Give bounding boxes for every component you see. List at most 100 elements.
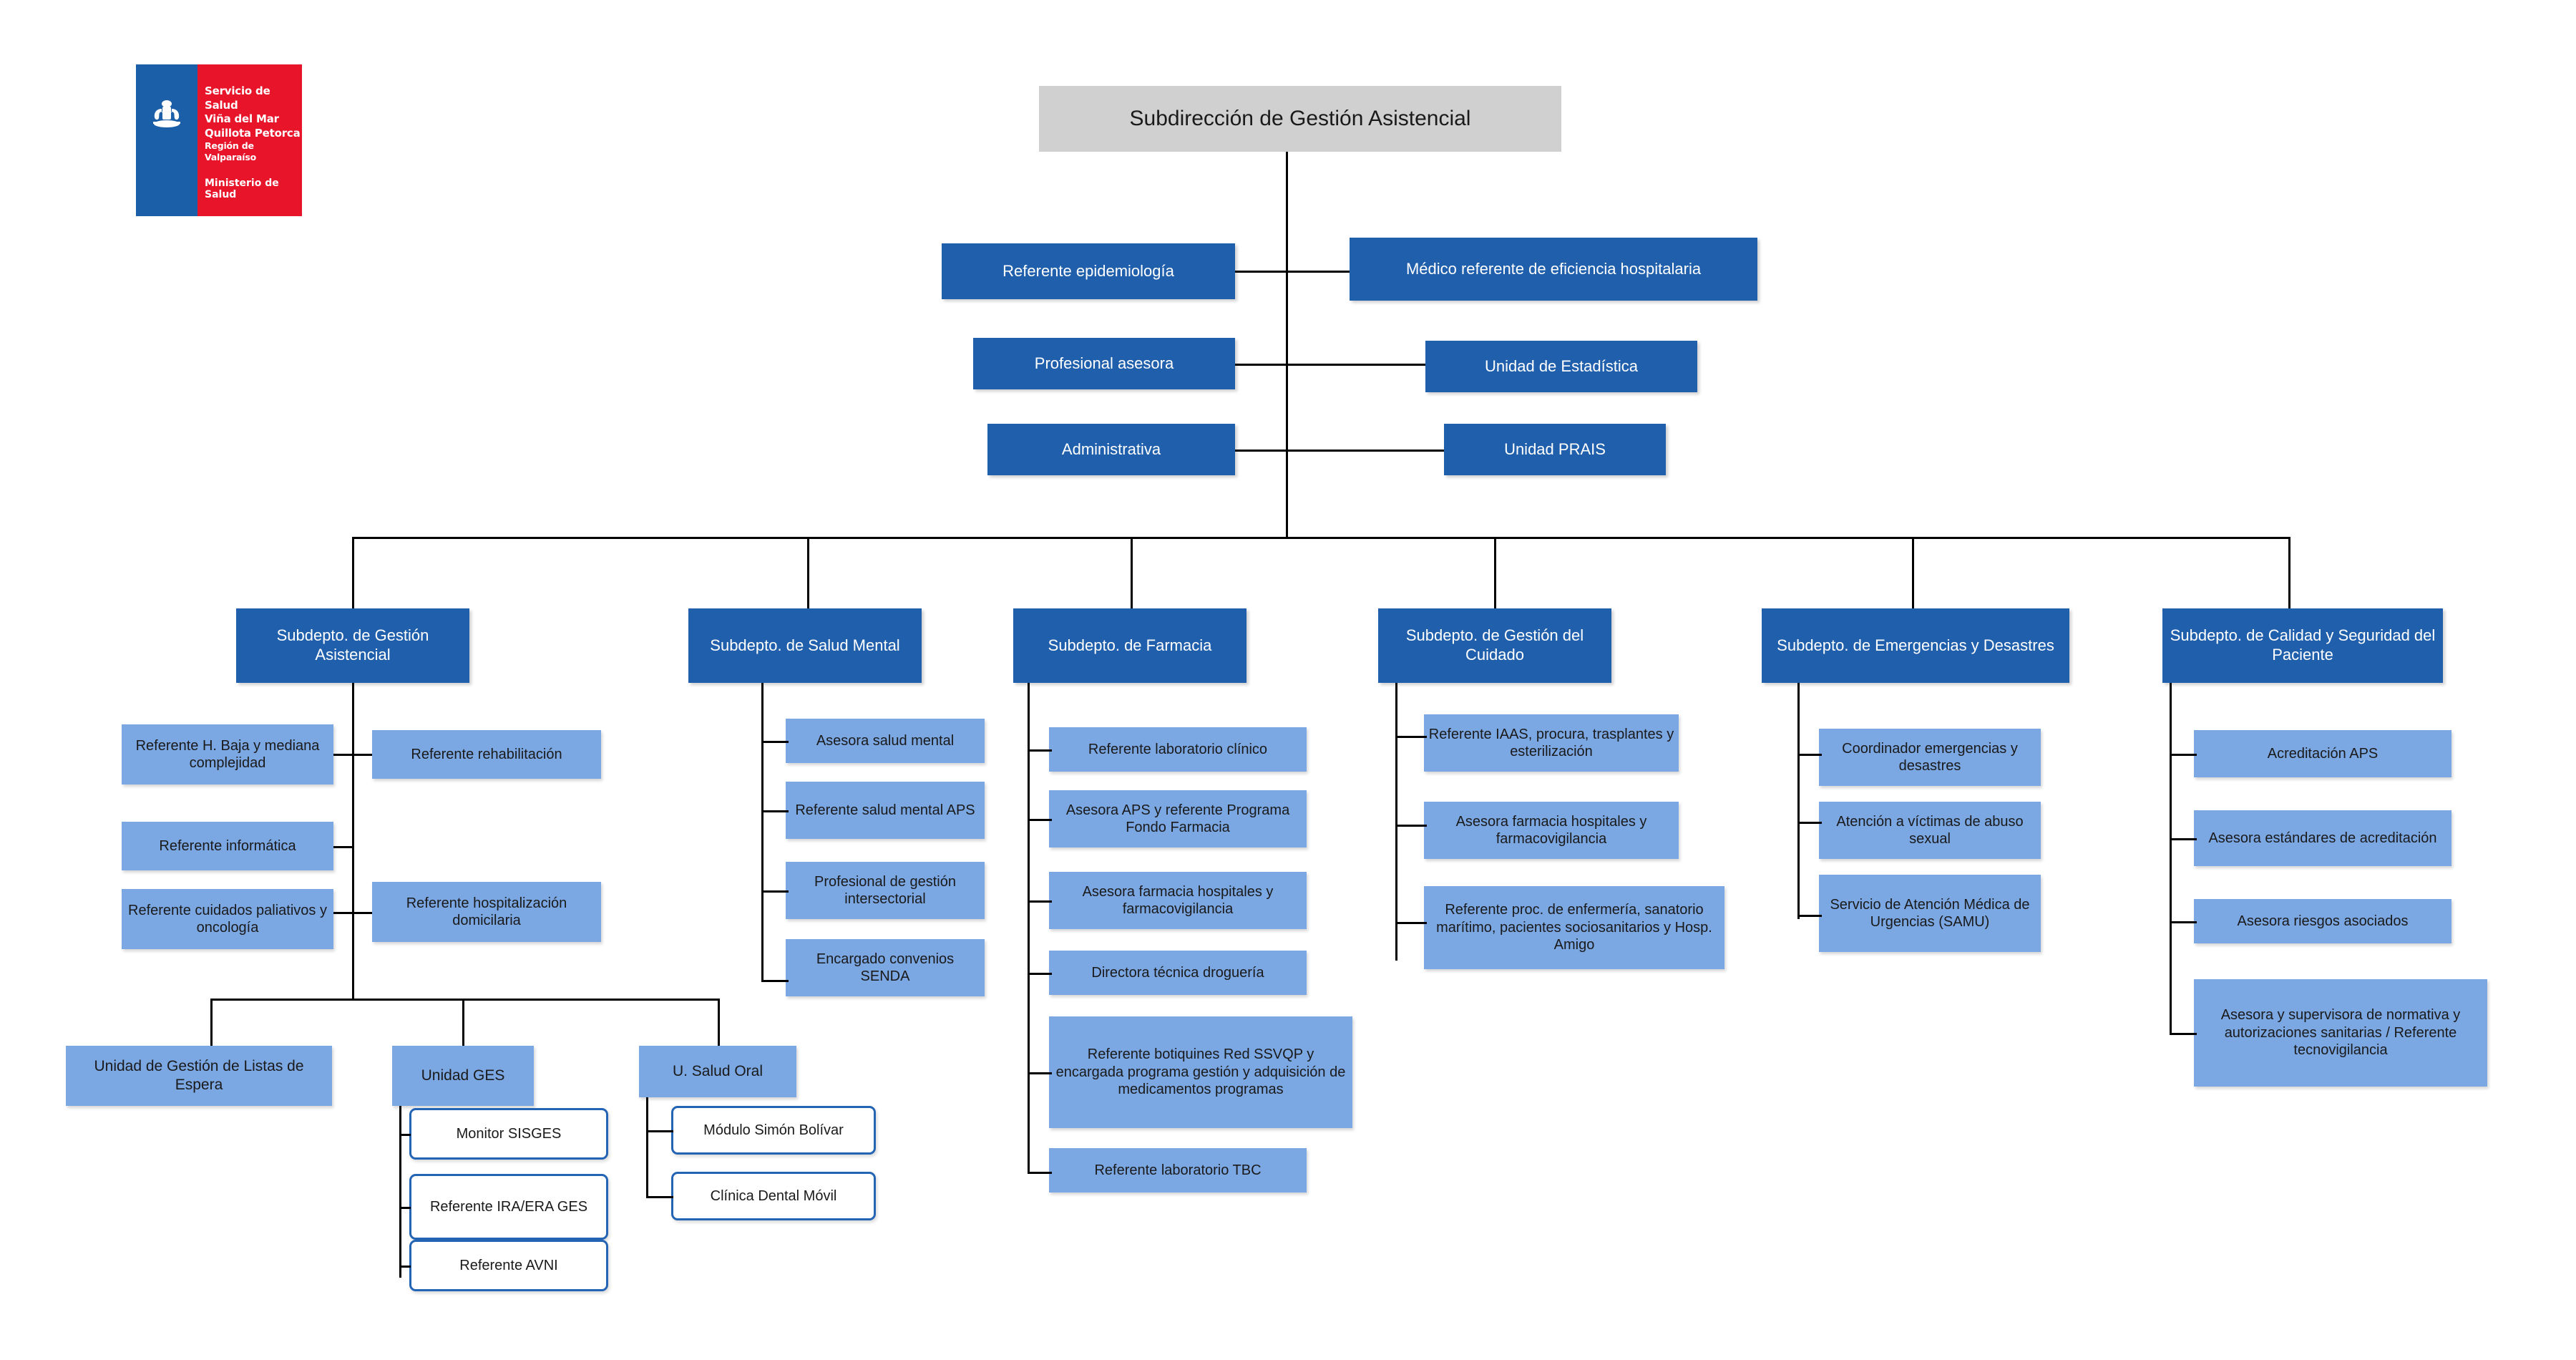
unit-salud-oral[interactable]: U. Salud Oral bbox=[639, 1046, 796, 1097]
connector-4-2 bbox=[1797, 915, 1822, 917]
leaf-1-label-0: Asesora salud mental bbox=[816, 732, 955, 749]
leaf-1-3[interactable]: Encargado convenios SENDA bbox=[786, 939, 985, 996]
logo-red-panel: Servicio de Salud Viña del Mar Quillota … bbox=[197, 64, 302, 216]
leaf-3-1[interactable]: Asesora farmacia hospitales y farmacovig… bbox=[1424, 802, 1679, 859]
connector-3-2 bbox=[1395, 922, 1427, 924]
leaf-4-1[interactable]: Atención a víctimas de abuso sexual bbox=[1819, 802, 2041, 859]
staff-right-1[interactable]: Unidad de Estadística bbox=[1425, 341, 1697, 392]
staff-right-0[interactable]: Médico referente de eficiencia hospitala… bbox=[1350, 238, 1757, 301]
leaf-5-0[interactable]: Acreditación APS bbox=[2194, 730, 2451, 777]
unit-listas-espera[interactable]: Unidad de Gestión de Listas de Espera bbox=[66, 1046, 332, 1106]
connector-4-0 bbox=[1797, 754, 1822, 756]
leaf-2-label-5: Referente laboratorio TBC bbox=[1094, 1162, 1262, 1178]
unit-listas-espera-label: Unidad de Gestión de Listas de Espera bbox=[94, 1058, 304, 1093]
staff-right-2[interactable]: Unidad PRAIS bbox=[1444, 424, 1666, 475]
connector-staff-0 bbox=[1235, 271, 1350, 273]
leaf-0-left-0[interactable]: Referente H. Baja y mediana complejidad bbox=[122, 724, 333, 785]
ministry-logo: Servicio de Salud Viña del Mar Quillota … bbox=[136, 64, 302, 216]
leaf-3-0[interactable]: Referente IAAS, procura, trasplantes y e… bbox=[1424, 714, 1679, 772]
connector-ges-1 bbox=[399, 1207, 411, 1209]
connector-2-0 bbox=[1028, 749, 1052, 752]
connector-1-1 bbox=[761, 810, 789, 812]
leaf-0-right-0[interactable]: Referente rehabilitación bbox=[372, 730, 601, 779]
leaf-1-2[interactable]: Profesional de gestión intersectorial bbox=[786, 862, 985, 919]
connector-2-4 bbox=[1028, 1072, 1052, 1074]
stem-col-4 bbox=[1797, 683, 1800, 919]
coat-of-arms-icon bbox=[153, 100, 180, 127]
connector-4-1 bbox=[1797, 822, 1822, 824]
leaf-5-1[interactable]: Asesora estándares de acreditación bbox=[2194, 810, 2451, 866]
leaf-5-3[interactable]: Asesora y supervisora de normativa y aut… bbox=[2194, 979, 2487, 1087]
unit-salud-oral-child-0[interactable]: Módulo Simón Bolívar bbox=[671, 1106, 876, 1155]
root-node-subdireccion[interactable]: Subdirección de Gestión Asistencial bbox=[1039, 86, 1561, 152]
dept-header-1[interactable]: Subdepto. de Salud Mental bbox=[688, 608, 922, 683]
stem-col-3 bbox=[1395, 683, 1397, 961]
dept-header-2[interactable]: Subdepto. de Farmacia bbox=[1013, 608, 1246, 683]
connector-3-0 bbox=[1395, 736, 1427, 738]
leaf-4-2[interactable]: Servicio de Atención Médica de Urgencias… bbox=[1819, 875, 2041, 952]
unit-ges-child-0[interactable]: Monitor SISGES bbox=[409, 1108, 608, 1160]
unit-ges-child-label-0: Monitor SISGES bbox=[456, 1125, 562, 1142]
staff-left-1[interactable]: Profesional asesora bbox=[973, 338, 1235, 389]
unit-salud-oral-label: U. Salud Oral bbox=[672, 1063, 763, 1080]
leaf-2-5[interactable]: Referente laboratorio TBC bbox=[1049, 1148, 1307, 1193]
leaf-1-0[interactable]: Asesora salud mental bbox=[786, 719, 985, 763]
unit-ges-child-label-2: Referente AVNI bbox=[459, 1257, 558, 1273]
drop-dept-4 bbox=[1912, 537, 1914, 608]
leaf-3-2[interactable]: Referente proc. de enfermería, sanatorio… bbox=[1424, 886, 1724, 969]
dept-header-3[interactable]: Subdepto. de Gestión del Cuidado bbox=[1378, 608, 1611, 683]
leaf-2-2[interactable]: Asesora farmacia hospitales y farmacovig… bbox=[1049, 872, 1307, 929]
logo-ministry-label: Ministerio de Salud bbox=[205, 178, 279, 200]
dept-header-5[interactable]: Subdepto. de Calidad y Seguridad del Pac… bbox=[2162, 608, 2443, 683]
leaf-3-label-1: Asesora farmacia hospitales y farmacovig… bbox=[1455, 813, 1647, 847]
connector-1-0 bbox=[761, 741, 789, 743]
drop-unit-2 bbox=[718, 999, 720, 1046]
stem-unit-ges bbox=[399, 1106, 401, 1278]
leaf-2-4[interactable]: Referente botiquines Red SSVQP y encarga… bbox=[1049, 1016, 1352, 1128]
stem-col-1 bbox=[761, 683, 763, 982]
unit-ges-child-2[interactable]: Referente AVNI bbox=[409, 1240, 608, 1291]
connector-2-1 bbox=[1028, 819, 1052, 821]
logo-line-2: Viña del Mar bbox=[205, 112, 279, 125]
unit-salud-oral-child-1[interactable]: Clínica Dental Móvil bbox=[671, 1172, 876, 1220]
spine-main bbox=[1286, 152, 1288, 537]
staff-left-2[interactable]: Administrativa bbox=[987, 424, 1235, 475]
leaf-0-left-1[interactable]: Referente informática bbox=[122, 822, 333, 870]
connector-0-row-1 bbox=[333, 846, 353, 848]
leaf-2-1[interactable]: Asesora APS y referente Programa Fondo F… bbox=[1049, 790, 1307, 847]
leaf-0-left-2[interactable]: Referente cuidados paliativos y oncologí… bbox=[122, 889, 333, 949]
leaf-4-label-0: Coordinador emergencias y desastres bbox=[1842, 740, 2018, 774]
leaf-2-label-1: Asesora APS y referente Programa Fondo F… bbox=[1065, 802, 1290, 835]
connector-1-3 bbox=[761, 980, 789, 982]
unit-salud-oral-child-label-1: Clínica Dental Móvil bbox=[710, 1187, 837, 1204]
leaf-1-label-2: Profesional de gestión intersectorial bbox=[814, 873, 956, 907]
staff-left-label-0: Referente epidemiología bbox=[1002, 261, 1174, 280]
stem-col-5 bbox=[2170, 683, 2172, 1034]
logo-text-block: Servicio de Salud Viña del Mar Quillota … bbox=[205, 84, 302, 164]
connector-ges-2 bbox=[399, 1266, 411, 1268]
logo-line-1: Servicio de Salud bbox=[205, 84, 270, 112]
connector-2-2 bbox=[1028, 900, 1052, 903]
connector-1-2 bbox=[761, 890, 789, 893]
leaf-0-right-1[interactable]: Referente hospitalización domicilaria bbox=[372, 882, 601, 942]
leaf-5-2[interactable]: Asesora riesgos asociados bbox=[2194, 899, 2451, 943]
leaf-4-0[interactable]: Coordinador emergencias y desastres bbox=[1819, 729, 2041, 786]
connector-2-5 bbox=[1028, 1172, 1052, 1174]
staff-left-label-1: Profesional asesora bbox=[1034, 354, 1174, 372]
connector-5-2 bbox=[2170, 921, 2197, 923]
staff-left-0[interactable]: Referente epidemiología bbox=[942, 243, 1235, 299]
staff-right-label-1: Unidad de Estadística bbox=[1484, 356, 1639, 375]
drop-unit-0 bbox=[210, 999, 213, 1046]
unit-ges[interactable]: Unidad GES bbox=[392, 1046, 534, 1106]
connector-staff-2 bbox=[1235, 450, 1444, 452]
unit-ges-child-label-1: Referente IRA/ERA GES bbox=[429, 1198, 588, 1215]
dept-header-4[interactable]: Subdepto. de Emergencias y Desastres bbox=[1762, 608, 2069, 683]
drop-dept-0 bbox=[352, 537, 354, 608]
leaf-2-0[interactable]: Referente laboratorio clínico bbox=[1049, 727, 1307, 772]
unit-ges-child-1[interactable]: Referente IRA/ERA GES bbox=[409, 1174, 608, 1240]
leaf-2-3[interactable]: Directora técnica droguería bbox=[1049, 951, 1307, 995]
dept-header-0[interactable]: Subdepto. de Gestión Asistencial bbox=[236, 608, 469, 683]
leaf-1-1[interactable]: Referente salud mental APS bbox=[786, 782, 985, 839]
leaf-5-label-2: Asesora riesgos asociados bbox=[2237, 913, 2409, 929]
